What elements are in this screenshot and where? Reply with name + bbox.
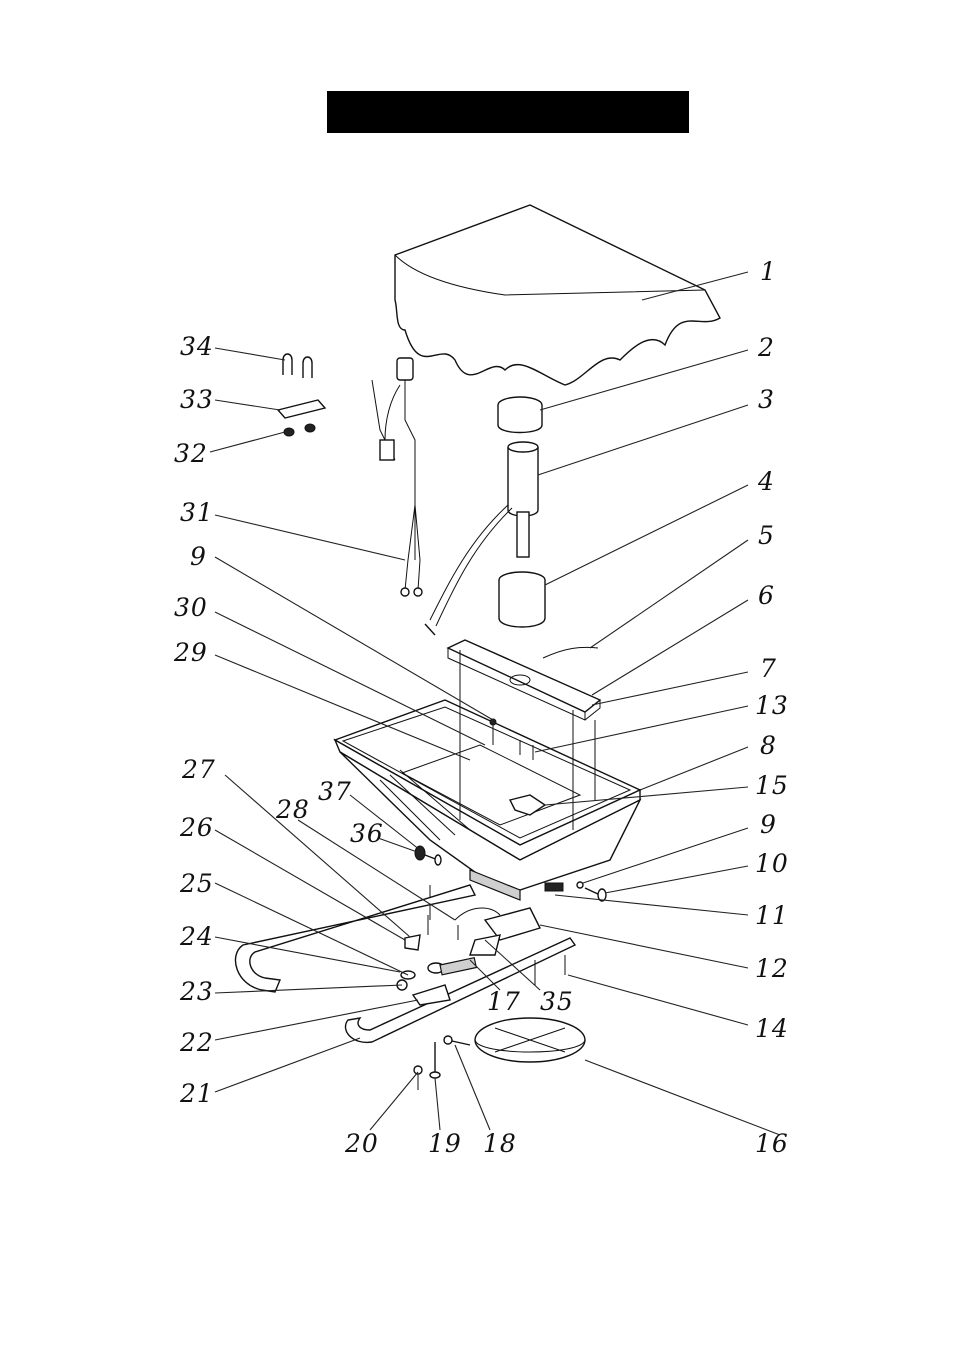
part-u-bolts xyxy=(282,353,313,378)
part-adjuster xyxy=(396,957,478,1006)
callout-10: 10 xyxy=(755,849,789,878)
callout-11: 11 xyxy=(755,901,789,930)
part-bolt-10 xyxy=(576,881,607,902)
callout-16: 16 xyxy=(755,1129,789,1158)
callout-8: 8 xyxy=(760,731,777,760)
callout-9-left: 9 xyxy=(190,542,207,571)
part-mount-bracket xyxy=(446,639,602,721)
callout-32: 32 xyxy=(174,439,208,468)
callout-36: 36 xyxy=(350,819,384,848)
callout-25: 25 xyxy=(179,869,214,898)
part-frame xyxy=(234,884,577,1044)
assembly-guide-lines xyxy=(429,650,596,920)
part-screws xyxy=(413,915,566,1090)
part-motor-cap xyxy=(497,396,543,434)
leader-lines xyxy=(209,271,781,1136)
callout-12: 12 xyxy=(755,954,789,983)
part-clamp-plate xyxy=(276,399,327,419)
part-motor xyxy=(429,441,539,627)
callout-15: 15 xyxy=(755,771,789,800)
callout-7: 7 xyxy=(760,654,777,683)
callout-27: 27 xyxy=(181,755,216,784)
callout-9-right: 9 xyxy=(760,810,777,839)
part-hopper xyxy=(333,699,642,901)
part-small-pins xyxy=(489,718,534,760)
callout-22: 22 xyxy=(179,1028,214,1057)
callout-2: 2 xyxy=(757,333,775,362)
callout-14: 14 xyxy=(755,1014,789,1043)
callout-34: 34 xyxy=(180,332,214,361)
callout-3: 3 xyxy=(758,385,775,414)
callout-30: 30 xyxy=(174,593,208,622)
callout-6: 6 xyxy=(758,581,775,610)
part-cover xyxy=(394,204,721,386)
callout-37: 37 xyxy=(318,777,352,806)
callout-18: 18 xyxy=(483,1129,517,1158)
part-spinner-disk xyxy=(474,1017,586,1063)
part-linkage xyxy=(404,907,541,956)
part-motor-collar xyxy=(498,571,546,628)
part-wiring-harness xyxy=(371,357,436,636)
callout-5: 5 xyxy=(758,521,775,550)
part-pin xyxy=(542,646,599,659)
callout-20: 20 xyxy=(344,1129,379,1158)
part-gear-housing xyxy=(508,794,547,816)
callout-21: 21 xyxy=(179,1079,214,1108)
callout-24: 24 xyxy=(179,922,214,951)
callout-1: 1 xyxy=(760,257,777,286)
callout-35: 35 xyxy=(540,987,574,1016)
callout-29: 29 xyxy=(173,638,208,667)
callout-4: 4 xyxy=(757,467,775,496)
part-nuts xyxy=(283,423,316,437)
callout-19: 19 xyxy=(428,1129,462,1158)
callout-23: 23 xyxy=(179,977,214,1006)
title-bar xyxy=(327,91,689,133)
callout-28: 28 xyxy=(275,795,310,824)
callout-17: 17 xyxy=(487,987,521,1016)
callout-13: 13 xyxy=(755,691,789,720)
callout-31: 31 xyxy=(180,498,214,527)
callout-26: 26 xyxy=(179,813,214,842)
callout-33: 33 xyxy=(180,385,214,414)
callout-labels: 1 2 3 4 5 6 7 13 8 15 9 10 11 12 14 16 3… xyxy=(173,257,789,1158)
